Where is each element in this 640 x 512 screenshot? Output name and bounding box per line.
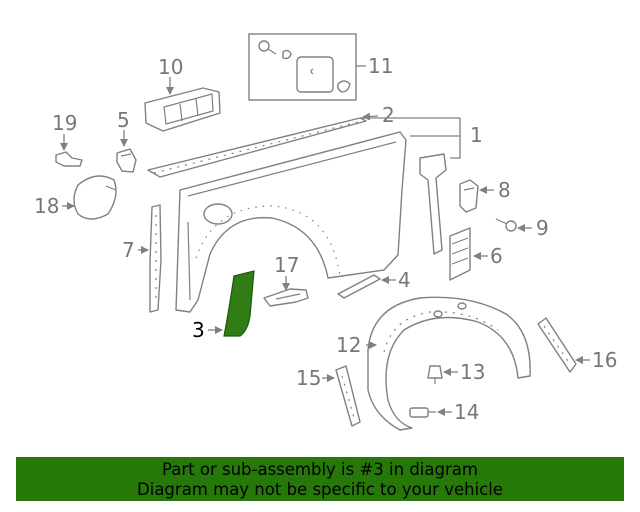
callout-11[interactable]: 11 bbox=[368, 54, 393, 78]
callout-3[interactable]: 3 bbox=[192, 318, 205, 342]
part-10-vent[interactable] bbox=[144, 87, 221, 132]
callout-7[interactable]: 7 bbox=[122, 238, 135, 262]
leader-1 bbox=[360, 117, 461, 159]
leader-2 bbox=[362, 112, 379, 121]
part-5-bracket[interactable] bbox=[116, 148, 137, 173]
part-14-bolt[interactable] bbox=[409, 407, 436, 418]
callout-14[interactable]: 14 bbox=[454, 400, 479, 424]
part-3-mud-guard-highlighted[interactable] bbox=[223, 270, 255, 337]
part-15-bracket[interactable] bbox=[335, 365, 361, 427]
part-9-screw[interactable] bbox=[495, 218, 517, 232]
callout-6[interactable]: 6 bbox=[490, 244, 503, 268]
part-18-fuel-door[interactable] bbox=[73, 175, 117, 220]
part-1-inner-bracket[interactable] bbox=[419, 153, 447, 255]
callout-17[interactable]: 17 bbox=[274, 253, 299, 277]
part-11-hardware-kit[interactable] bbox=[248, 33, 357, 101]
info-banner: Part or sub-assembly is #3 in diagram Di… bbox=[16, 457, 624, 501]
callout-12[interactable]: 12 bbox=[336, 333, 361, 357]
callout-18[interactable]: 18 bbox=[34, 194, 59, 218]
callout-8[interactable]: 8 bbox=[498, 178, 511, 202]
part-8-bracket[interactable] bbox=[459, 179, 479, 213]
part-19-clip[interactable] bbox=[55, 151, 83, 167]
part-17-pad[interactable] bbox=[263, 288, 309, 307]
callout-1[interactable]: 1 bbox=[470, 123, 483, 147]
part-13-clip[interactable] bbox=[427, 365, 443, 384]
callout-4[interactable]: 4 bbox=[398, 268, 411, 292]
callout-9[interactable]: 9 bbox=[536, 216, 549, 240]
banner-line-1: Part or sub-assembly is #3 in diagram bbox=[162, 460, 478, 479]
part-7-seal-strip[interactable] bbox=[149, 204, 162, 313]
callout-5[interactable]: 5 bbox=[117, 108, 130, 132]
callout-19[interactable]: 19 bbox=[52, 111, 77, 135]
part-6-panel[interactable] bbox=[449, 227, 471, 281]
callout-16[interactable]: 16 bbox=[592, 348, 617, 372]
part-1-bed-side-panel[interactable] bbox=[175, 131, 407, 313]
callout-13[interactable]: 13 bbox=[460, 360, 485, 384]
part-4-trim-strip[interactable] bbox=[337, 274, 381, 299]
part-16-seal-strip[interactable] bbox=[537, 317, 577, 373]
callout-2[interactable]: 2 bbox=[382, 103, 395, 127]
part-12-wheel-liner[interactable] bbox=[367, 296, 531, 431]
banner-line-2: Diagram may not be specific to your vehi… bbox=[137, 480, 503, 499]
callout-15[interactable]: 15 bbox=[296, 366, 321, 390]
callout-10[interactable]: 10 bbox=[158, 55, 183, 79]
parts-diagram: 11 10 2 1 5 19 18 bbox=[34, 33, 617, 431]
part-2-bed-rail[interactable] bbox=[147, 117, 367, 178]
